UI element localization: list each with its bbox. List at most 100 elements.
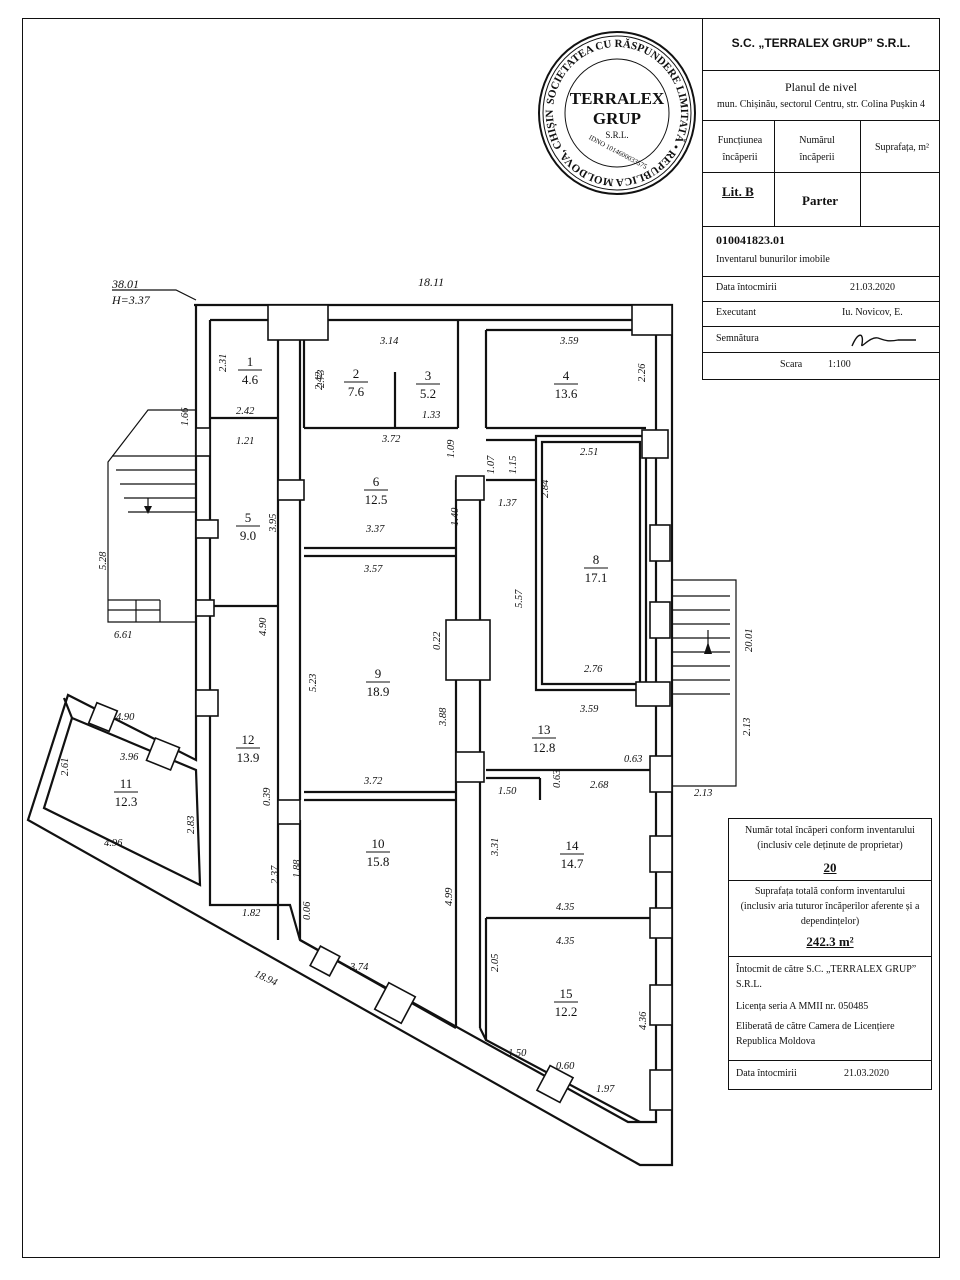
room-area: 5.2: [420, 386, 436, 401]
room-area: 14.7: [561, 856, 584, 871]
drawing-frame: [22, 18, 940, 1258]
room-label: 15 12.2: [554, 986, 578, 1019]
stamp-name-3: S.R.L.: [605, 130, 628, 140]
stamp-name-2: GRUP: [593, 109, 641, 128]
company-stamp: SOCIETATEA CU RĂSPUNDERE LIMITATĂ • REPU…: [536, 28, 696, 195]
room-number: 9: [375, 666, 382, 681]
scale-label: Scara: [780, 359, 803, 370]
room-label: 612.5: [364, 474, 388, 507]
date-label: Data întocmirii: [716, 282, 777, 293]
dimension-label: 4.35: [556, 902, 574, 913]
room-area: 9.0: [240, 528, 256, 543]
summary-divider: [728, 956, 932, 957]
room-number: 14: [566, 838, 580, 853]
col-number: Numărul încăperii: [799, 135, 835, 163]
room-number: 15: [560, 986, 573, 1001]
rooms-total-label: Număr total încăperi conform inventarulu…: [745, 825, 915, 851]
room-number: 3: [425, 368, 432, 383]
dimension-label: 2.42: [236, 406, 255, 417]
dimension-label: 5.57: [514, 589, 525, 608]
dimension-label: 4.99: [444, 887, 455, 906]
title-divider: [702, 301, 940, 302]
dimension-label: 1.15: [508, 456, 519, 474]
dimension-label: 1.88: [292, 859, 303, 878]
title-divider: [702, 352, 940, 353]
cadastral-number: 010041823.01: [716, 233, 785, 247]
room-area: 17.1: [585, 570, 608, 585]
dimension-label: 2.51: [580, 447, 598, 458]
dimension-label: 0.63: [552, 770, 563, 788]
date-value: 21.03.2020: [850, 282, 895, 293]
title-col-divider: [774, 120, 775, 226]
dimension-label: 4.35: [556, 936, 574, 947]
dimension-label: 3.57: [363, 564, 383, 575]
rooms-total-value: 20: [823, 860, 837, 875]
dimension-label: 2.73: [316, 370, 327, 388]
dimension-label: 2.05: [490, 954, 501, 972]
height-label: H=3.37: [111, 293, 151, 307]
signature-scribble: [851, 334, 916, 347]
inventory-label: Inventarul bunurilor imobile: [716, 254, 830, 265]
dimension-label: 2.83: [186, 816, 197, 834]
room-number: 6: [373, 474, 380, 489]
dimension-label: 2.13: [742, 718, 753, 736]
address: mun. Chișinău, sectorul Centru, str. Col…: [716, 99, 926, 110]
lit-label: Lit. B: [722, 184, 754, 199]
room-label: 817.1: [584, 552, 608, 585]
dimension-label: 2.84: [540, 479, 551, 498]
signature-label: Semnătura: [716, 333, 759, 344]
dimension-label: 2.26: [637, 363, 648, 382]
room-number: 10: [372, 836, 385, 851]
room-area: 18.9: [367, 684, 390, 699]
dimension-label: 2.42: [314, 371, 325, 390]
dimension-label: 1.40: [450, 507, 461, 526]
dimension-label: 4.90: [116, 712, 135, 723]
dimension-label: 1.33: [422, 410, 440, 421]
room-area: 13.6: [555, 386, 578, 401]
room-label: 35.2: [416, 368, 440, 401]
room-area: 12.2: [555, 1004, 578, 1019]
room-area: 4.6: [242, 372, 259, 387]
dimension-label: 3.74: [349, 962, 369, 973]
stamp-name-1: TERRALEX: [570, 89, 665, 108]
dimension-label: 1.21: [236, 436, 254, 447]
dimension-label: 3.95: [268, 514, 279, 533]
dimension-label: 3.59: [559, 336, 579, 347]
col-area: Suprafața, m²: [874, 142, 930, 153]
dimension-label: 6.61: [114, 630, 132, 641]
title-divider: [702, 276, 940, 277]
issued-by: Eliberată de către Camera de Licențiere …: [736, 1021, 895, 1047]
executor-label: Executant: [716, 307, 756, 318]
title-divider: [702, 70, 940, 71]
room-area: 13.9: [237, 750, 260, 765]
room-area: 7.6: [348, 384, 365, 399]
dimension-label: 0.63: [624, 754, 642, 765]
dimension-label: 4.96: [104, 838, 123, 849]
dimension-label: 3.37: [365, 524, 385, 535]
dimension-label: 1.09: [446, 439, 457, 458]
level-label: Parter: [802, 193, 839, 208]
dimension-label: 3.31: [490, 838, 501, 857]
title-divider: [702, 172, 940, 173]
dimension-label: 2.13: [694, 788, 712, 799]
top-length-label: 18.11: [418, 275, 444, 289]
dimension-label: 3.59: [579, 704, 599, 715]
summary-block: [728, 818, 932, 1090]
dimension-label: 1.97: [596, 1084, 615, 1095]
dimension-label: 3.96: [119, 752, 139, 763]
dimension-label: 20.01: [744, 628, 755, 652]
dimension-label: 1.82: [242, 908, 261, 919]
dimension-label: 4.36: [638, 1011, 649, 1030]
dimension-label: 0.60: [556, 1061, 575, 1072]
scale-value: 1:100: [828, 359, 851, 370]
title-divider: [702, 326, 940, 327]
room-number: 8: [593, 552, 600, 567]
dimension-label: 3.14: [379, 336, 399, 347]
room-label: 14.6: [238, 354, 262, 387]
dimension-label: 2.37: [270, 865, 281, 884]
dimension-label: 5.23: [308, 674, 319, 692]
